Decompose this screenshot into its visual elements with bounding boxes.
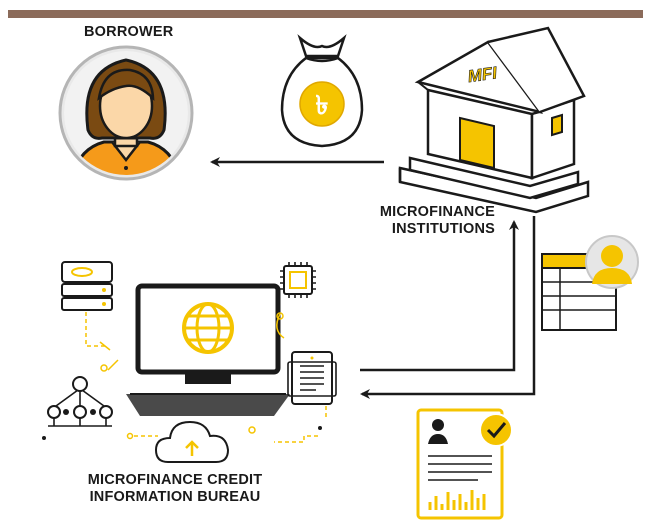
bureau-label-line2: INFORMATION BUREAU [89,489,261,505]
arrow-mfi-to-bureau [360,216,536,399]
mfi-label-line2: INSTITUTIONS [391,221,495,237]
money-bag-icon: ৳ [280,34,364,148]
currency-symbol: ৳ [316,91,329,121]
borrower-label: BORROWER [84,24,174,40]
computer-globe-icon [126,283,290,416]
profile-table-icon [541,235,639,331]
cloud-upload-icon [154,420,230,463]
bureau-label-line1: MICROFINANCE CREDIT [87,472,263,488]
mfi-label: MICROFINANCE INSTITUTIONS [330,204,495,238]
top-band [8,10,643,18]
document-icon [287,351,337,405]
mfi-label-line1: MICROFINANCE [379,204,495,220]
bank-building-icon: MFI [398,26,590,214]
report-check-icon [416,408,513,520]
arrow-bureau-to-mfi [360,220,519,372]
server-icon [61,261,113,311]
chip-icon [280,262,316,298]
network-icon [47,376,113,427]
mfi-sign: MFI [466,63,499,86]
bureau-label: MICROFINANCE CREDIT INFORMATION BUREAU [70,472,280,506]
borrower-avatar-icon [58,45,194,181]
